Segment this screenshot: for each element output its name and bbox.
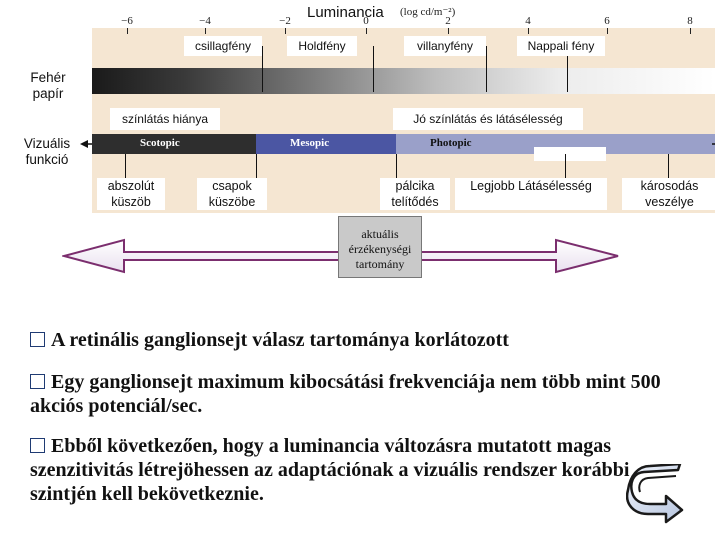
threshold-line — [565, 154, 566, 178]
tick-label: 8 — [687, 15, 693, 27]
tick-label: −4 — [199, 15, 211, 27]
luminance-title: Luminancia — [307, 4, 384, 21]
damage-risk-box: károsodás veszélye — [622, 178, 717, 210]
indicator-line — [373, 46, 374, 92]
checkbox-bullet-icon — [30, 331, 45, 347]
luminance-unit: (log cd/m⁻²) — [400, 6, 456, 18]
vision-mode-extension-arrows — [80, 140, 715, 148]
bullet-text: A retinális ganglionsejt válasz tartomán… — [51, 329, 509, 351]
tick-label: −2 — [279, 15, 291, 27]
bullet-paragraph-2: Egy ganglionsejt maximum kibocsátási fre… — [30, 370, 670, 418]
tick-mark — [205, 28, 206, 34]
tick-label: 4 — [525, 15, 531, 27]
scotopic-label: Scotopic — [140, 137, 180, 149]
source-box-lamplight: villanyfény — [404, 36, 486, 56]
checkbox-bullet-icon — [30, 437, 45, 453]
tick-label: 2 — [445, 15, 451, 27]
mesopic-label: Mesopic — [290, 137, 330, 149]
tick-label: 6 — [604, 15, 610, 27]
threshold-line — [256, 154, 257, 178]
checkbox-bullet-icon — [30, 373, 45, 389]
bullet-text: Ebből következően, hogy a luminancia vál… — [30, 435, 630, 505]
source-box-moonlight: Holdfény — [287, 36, 357, 56]
tick-mark — [690, 28, 691, 34]
cone-threshold-box: csapok küszöbe — [197, 178, 267, 210]
tick-label: −6 — [121, 15, 133, 27]
scotopic-segment — [92, 134, 256, 154]
good-color-vision-box: Jó színlátás és látásélesség — [393, 108, 583, 130]
photopic-segment — [396, 134, 715, 154]
label-white-paper: Fehér papír — [30, 70, 66, 101]
tick-mark — [528, 28, 529, 34]
photopic-label: Photopic — [430, 137, 472, 149]
source-box-daylight: Nappali fény — [517, 36, 605, 56]
luminance-gradient-bar — [92, 68, 715, 94]
tick-mark — [366, 28, 367, 34]
return-arrow-icon[interactable] — [626, 464, 688, 526]
rod-saturation-box: pálcika telítődés — [380, 178, 450, 210]
absolute-threshold-box: abszolút küszöb — [97, 178, 165, 210]
indicator-line — [262, 46, 263, 92]
threshold-line — [125, 154, 126, 178]
tick-mark — [448, 28, 449, 34]
bullet-paragraph-3: Ebből következően, hogy a luminancia vál… — [30, 434, 680, 506]
tick-mark — [285, 28, 286, 34]
bullet-text: Egy ganglionsejt maximum kibocsátási fre… — [30, 371, 661, 417]
indicator-line — [567, 56, 568, 92]
no-color-vision-box: színlátás hiánya — [110, 108, 220, 130]
sensitivity-range-box: aktuális érzékenységi tartomány — [338, 216, 422, 278]
tick-mark — [127, 28, 128, 34]
photopic-white-patch — [534, 147, 606, 161]
tick-mark — [607, 28, 608, 34]
tick-label: 0 — [363, 15, 369, 27]
threshold-line — [668, 154, 669, 178]
indicator-line — [486, 46, 487, 92]
mesopic-segment — [256, 134, 396, 154]
source-box-starlight: csillagfény — [184, 36, 262, 56]
bullet-paragraph-1: A retinális ganglionsejt válasz tartomán… — [30, 328, 680, 352]
best-acuity-box: Legjobb Látásélesség — [455, 178, 607, 210]
label-visual-function: Vizuális funkció — [23, 136, 71, 167]
threshold-line — [396, 154, 397, 178]
